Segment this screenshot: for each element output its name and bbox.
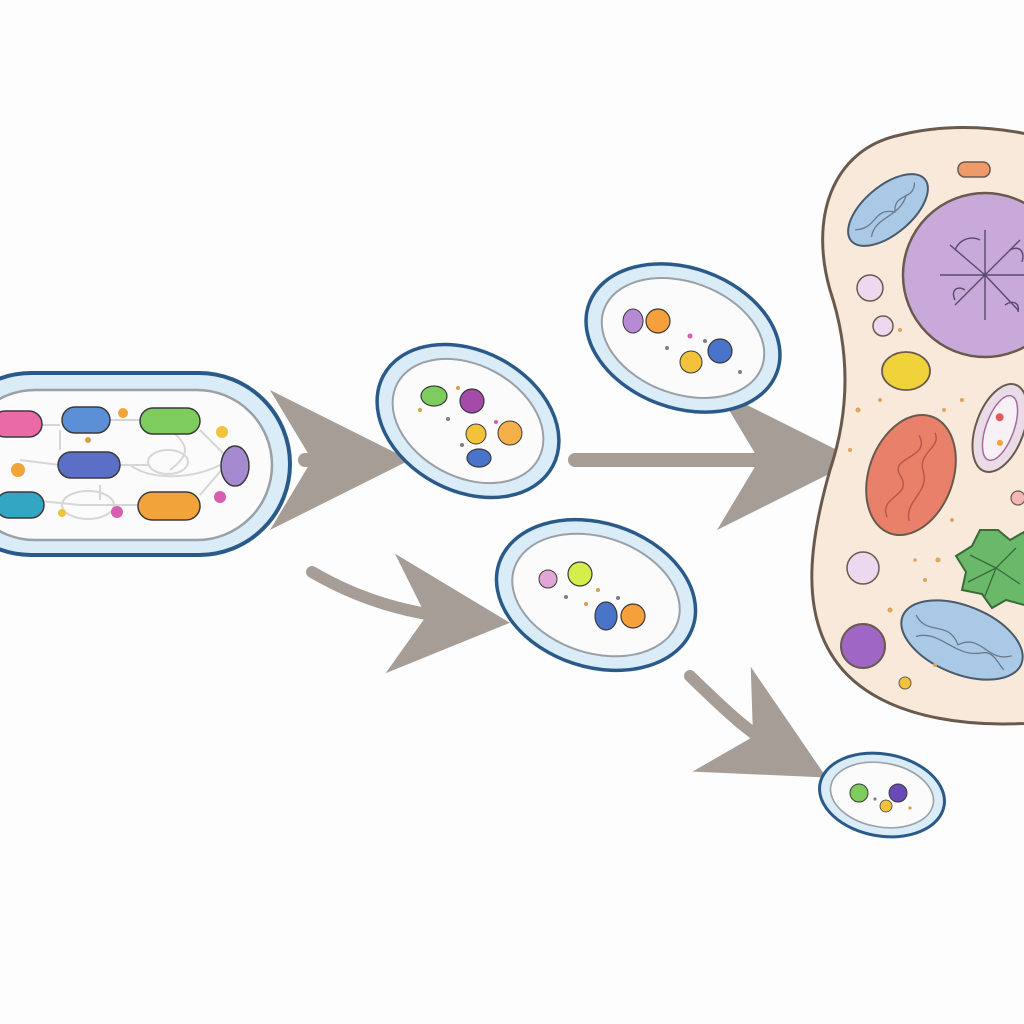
small-prokaryote-4-contents bbox=[849, 783, 912, 813]
eukaryote-cell bbox=[810, 126, 1024, 726]
protein-pink bbox=[0, 410, 43, 438]
large-prokaryote-cell bbox=[0, 371, 292, 557]
mitochondrion bbox=[865, 413, 957, 537]
green-organelle bbox=[954, 529, 1024, 610]
small-prokaryote-3-contents bbox=[538, 561, 646, 631]
protein-orange bbox=[137, 491, 201, 521]
blue-organelle-top bbox=[847, 173, 929, 247]
protein-indigo bbox=[57, 451, 121, 479]
blue-organelle-bottom bbox=[900, 599, 1024, 681]
small-prokaryote-cell-2 bbox=[584, 262, 782, 414]
protein-purple bbox=[220, 445, 250, 487]
vesicle bbox=[872, 315, 894, 337]
striped-organelle bbox=[971, 383, 1024, 473]
chromatin bbox=[940, 230, 1024, 320]
small-prokaryote-1-contents bbox=[418, 385, 523, 468]
arrows bbox=[270, 390, 857, 778]
small-prokaryote-cell-1 bbox=[375, 342, 561, 500]
arrow-3 bbox=[306, 553, 510, 674]
vesicle bbox=[846, 551, 880, 585]
protein-blue bbox=[61, 406, 111, 434]
vesicle bbox=[856, 274, 884, 302]
small-prokaryote-cell-4 bbox=[818, 751, 946, 839]
purple-vesicle bbox=[840, 623, 886, 669]
cytoplasm-specks bbox=[848, 328, 964, 667]
protein-green bbox=[139, 407, 201, 435]
small-prokaryote-2-contents bbox=[622, 308, 742, 374]
protein-teal bbox=[0, 491, 45, 519]
small-prokaryote-cell-3 bbox=[494, 517, 698, 673]
small-vesicle-top bbox=[957, 161, 991, 178]
pathway-network bbox=[19, 419, 232, 520]
yellow-vesicle bbox=[881, 351, 931, 391]
arrow-4 bbox=[684, 666, 827, 778]
